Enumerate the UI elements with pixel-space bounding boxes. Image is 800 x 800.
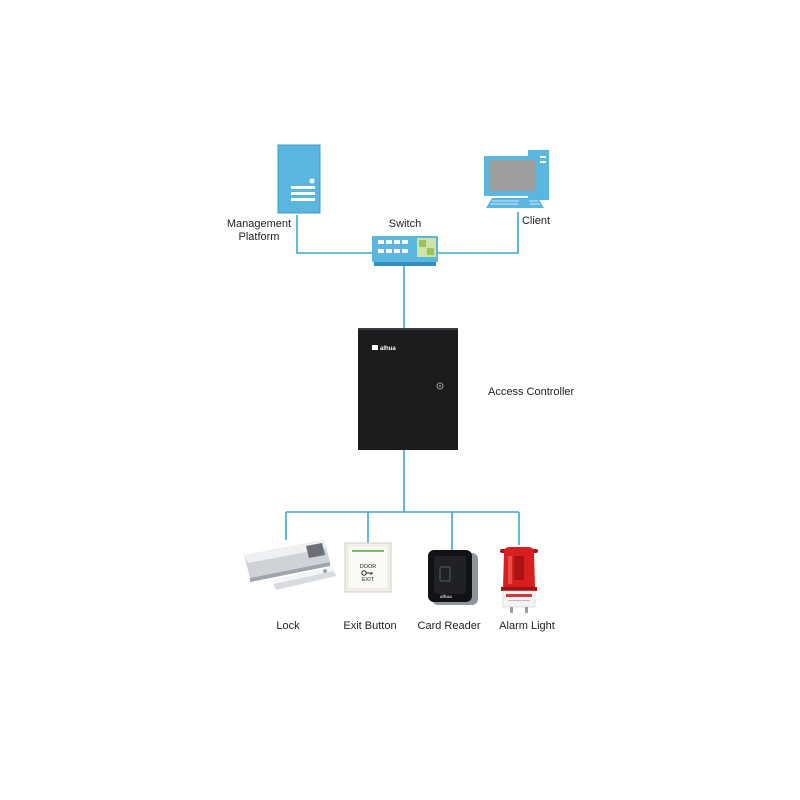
lock-label: Lock: [276, 620, 300, 632]
alarm-light-label: Alarm Light: [499, 620, 555, 632]
exit-button-exit-text: EXIT: [362, 577, 375, 583]
exit-button-icon: DOOR EXIT: [344, 542, 392, 593]
switch-label: Switch: [388, 218, 422, 230]
desktop-computer-icon: [484, 150, 549, 208]
controller-cabinet-icon: alhua: [358, 328, 458, 450]
magnetic-lock-icon: [244, 540, 336, 590]
alarm-light-icon: [500, 547, 538, 613]
client-label: Client: [521, 215, 551, 227]
line-switch-client: [438, 212, 519, 254]
exit-button-door-text: DOOR: [360, 564, 377, 570]
card-reader-icon: alhua: [428, 550, 478, 605]
key-icon: [361, 570, 373, 576]
exit-button-label: Exit Button: [343, 620, 397, 632]
management-platform-label-line1: Management: [226, 218, 292, 230]
connector-lines: [285, 212, 520, 550]
card-reader-brand-label: alhua: [440, 594, 452, 599]
server-icon: [277, 144, 321, 214]
management-platform-label-line2: Platform: [238, 231, 280, 243]
network-switch-icon: [372, 236, 438, 266]
card-reader-label: Card Reader: [417, 620, 481, 632]
management-platform-label: Management Platform: [227, 218, 291, 244]
line-platform-switch: [296, 215, 372, 254]
controller-brand-label: alhua: [380, 346, 396, 352]
access-controller-label: Access Controller: [488, 386, 575, 398]
